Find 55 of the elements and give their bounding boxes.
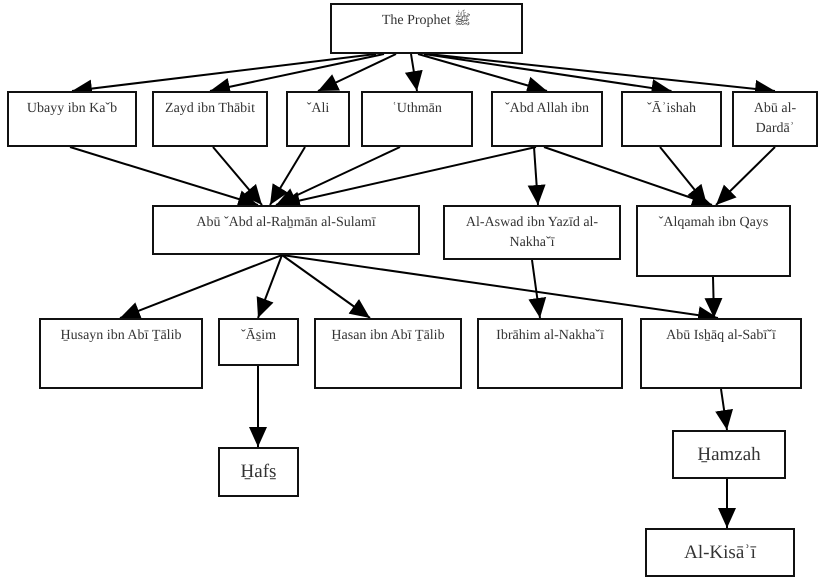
arrow: [704, 276, 722, 318]
person-name: Ibrāhim al-Nakhaˇī: [495, 327, 606, 345]
arrow: [715, 146, 776, 206]
name-box: [491, 91, 603, 147]
name-box: [330, 3, 523, 54]
name-box: [286, 91, 350, 147]
name-box: [152, 91, 268, 147]
name-box: [636, 205, 791, 277]
name-box: [443, 205, 621, 260]
person-name: H̱amzah: [696, 443, 762, 467]
name-box: [39, 318, 203, 389]
arrow: [528, 146, 546, 206]
name-box: [7, 91, 137, 147]
person-name: Ubayy ibn Kaˇb: [26, 100, 118, 118]
name-box: [732, 91, 818, 147]
arrow: [528, 260, 546, 318]
person-name: ˇAbd Allah ibn: [504, 100, 590, 118]
arrow: [718, 479, 736, 528]
person-name: ʿUthmān: [391, 100, 443, 118]
name-box: [477, 318, 623, 389]
arrow: [70, 146, 258, 208]
person-name: Abū al-Dardāʾ: [752, 100, 798, 138]
arrow: [544, 146, 712, 207]
person-name: ˇĀʾishah: [646, 100, 697, 118]
name-box: [672, 430, 786, 479]
name-box: [218, 447, 299, 497]
person-name: ˇAli: [306, 100, 330, 118]
name-box: [645, 528, 795, 577]
person-name: Abū Isẖāq al-Sabīˇī: [665, 327, 777, 345]
name-box: [218, 318, 299, 366]
person-name: H̱afs̱: [240, 460, 278, 484]
name-box: [361, 91, 473, 147]
person-name: ˇAlqamah ibn Qays: [658, 214, 770, 232]
arrow: [269, 146, 306, 206]
person-name: Al-Kisāʾī: [683, 541, 758, 565]
person-name: ˇĀs̱im: [240, 327, 277, 345]
person-name: H̱usayn ibn Abī Ṯālib: [60, 327, 182, 345]
arrow: [256, 254, 283, 318]
arrow: [276, 146, 400, 206]
name-box: [621, 91, 722, 147]
arrow: [120, 254, 282, 320]
name-box: [152, 205, 420, 255]
arrow: [281, 254, 371, 319]
arrow: [318, 53, 396, 92]
person-name: Al-Aswad ibn Yazīd al-Nakhaˇī: [464, 214, 600, 252]
person-name: Abū ˇAbd al-Raẖmān al-Sulamī: [195, 214, 377, 232]
person-name: Zayd ibn Thābit: [164, 100, 256, 118]
arrow: [715, 388, 733, 430]
name-box: [640, 318, 802, 389]
arrow: [212, 146, 263, 206]
arrow: [249, 366, 267, 447]
person-name: The Prophet ﷺ: [378, 11, 474, 31]
name-box: [314, 318, 462, 389]
arrow: [404, 54, 423, 92]
person-name: H̱asan ibn Abī Ṯālib: [330, 327, 446, 345]
